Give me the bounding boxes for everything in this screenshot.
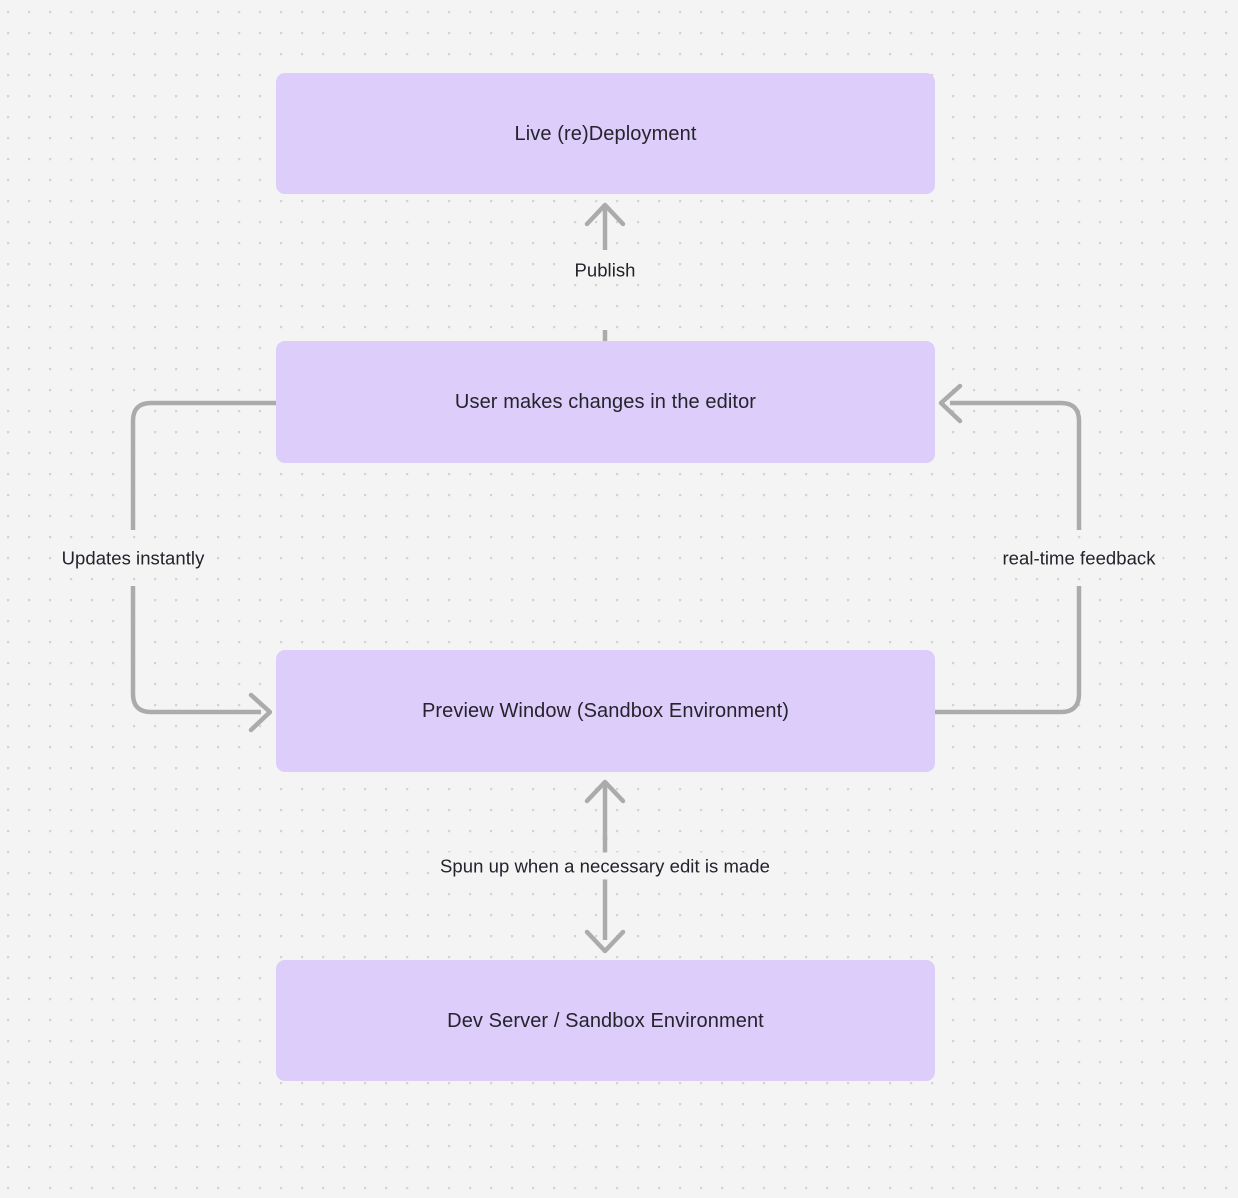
edge-label-spun-up-text: Spun up when a necessary edit is made: [440, 855, 770, 877]
node-dev-server-label: Dev Server / Sandbox Environment: [447, 1009, 764, 1032]
node-user-edits-label: User makes changes in the editor: [454, 391, 757, 413]
node-preview-window-label: Preview Window (Sandbox Environment): [421, 700, 790, 722]
node-user-edits[interactable]: User makes changes in the editor: [276, 341, 935, 463]
edge-label-real-time-feedback-text: real-time feedback: [1002, 547, 1156, 569]
node-dev-server[interactable]: Dev Server / Sandbox Environment: [276, 960, 935, 1081]
edge-label-publish-text: Publish: [574, 259, 636, 281]
edge-label-real-time-feedback: real-time feedback: [995, 544, 1163, 572]
edge-label-updates-instantly-text: Updates instantly: [61, 547, 205, 569]
node-live-deployment-label: Live (re)Deployment: [514, 122, 697, 145]
edge-label-publish: Publish: [567, 256, 643, 284]
edge-label-spun-up: Spun up when a necessary edit is made: [433, 852, 777, 880]
edge-label-updates-instantly: Updates instantly: [54, 544, 212, 572]
node-live-deployment[interactable]: Live (re)Deployment: [276, 73, 935, 194]
node-preview-window[interactable]: Preview Window (Sandbox Environment): [276, 650, 935, 772]
